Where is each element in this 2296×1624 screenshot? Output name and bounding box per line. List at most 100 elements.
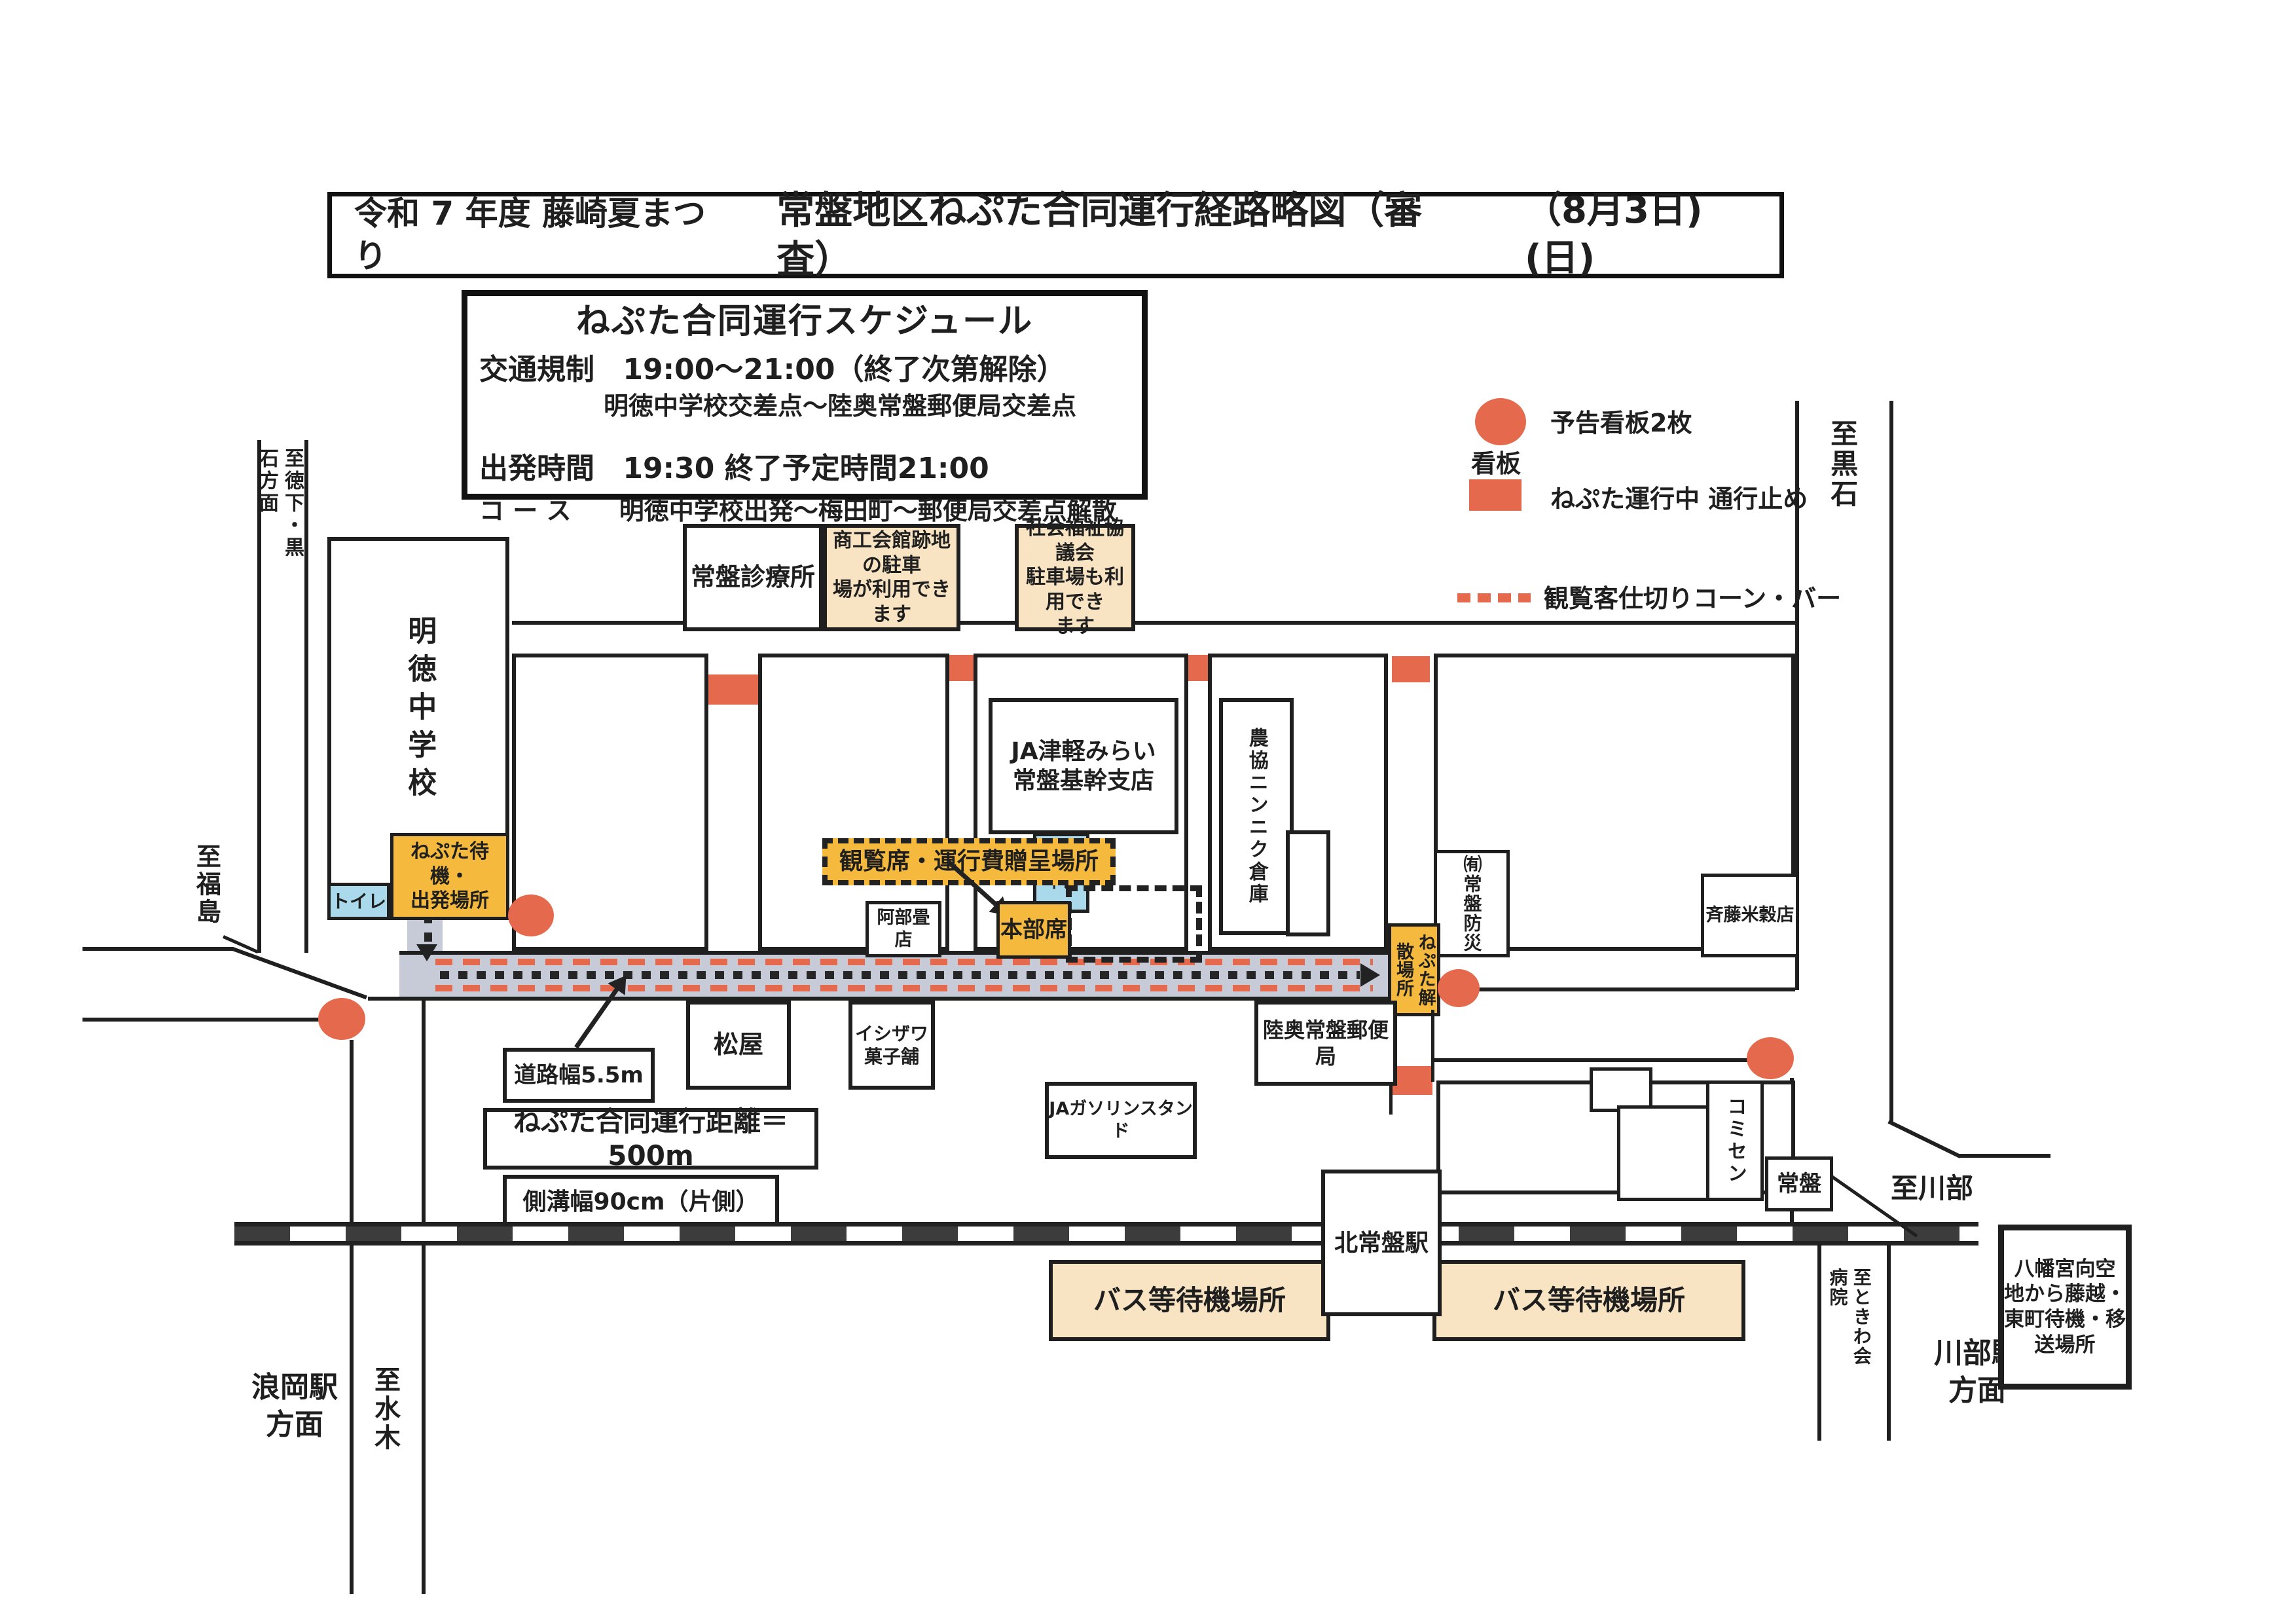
parking-note-2: 社会福祉協議会 駐車場も利用でき ます xyxy=(1015,517,1135,638)
toilet-label: トイレ xyxy=(331,891,386,912)
east-road-north xyxy=(1477,987,1795,991)
road-fork-diagonal xyxy=(231,947,367,1000)
road-hospital-line1 xyxy=(1817,1244,1821,1441)
matsuya-box: 松屋 xyxy=(686,1001,791,1090)
warehouse-label: 農協ニンニク倉庫 xyxy=(1245,728,1268,906)
dissolution-street-right xyxy=(1431,1010,1434,1082)
closure-bar-4 xyxy=(1392,656,1430,682)
hachiman-label: 八幡宮向空 地から藤越・ 東町待機・移 送場所 xyxy=(2004,1257,2126,1357)
gutter-label: 側溝幅90cm（片側） xyxy=(522,1188,759,1215)
departure-label: 出発時間 xyxy=(479,451,594,485)
course-label: コ ー ス xyxy=(479,496,572,525)
matsuya-label: 松屋 xyxy=(713,1030,763,1060)
notice-circle-postoffice xyxy=(1438,969,1480,1007)
ja-branch-label: JA津軽みらい 常盤基幹支店 xyxy=(1011,738,1156,794)
notice-circle-start xyxy=(508,895,554,936)
distance-label: ねぷた合同運行距離＝500m xyxy=(513,1105,788,1172)
parking-note-1: 商工会館跡地の駐車 場が利用できます xyxy=(823,524,960,631)
regulation-section: 明徳中学校交差点～陸奥常盤郵便局交差点 xyxy=(604,391,1077,420)
block-a xyxy=(512,654,708,951)
road-hospital-line2 xyxy=(1887,1244,1891,1441)
direction-fukushima: 至福島 xyxy=(192,843,221,926)
title-box: 令和 7 年度 藤崎夏まつり 常盤地区ねぷた合同運行経路略図（審査） （8月3日… xyxy=(327,188,1784,282)
road-width-label: 道路幅5.5m xyxy=(514,1061,644,1088)
abe-box: 阿部畳店 xyxy=(866,901,941,957)
post-office-label: 陸奥常盤郵便局 xyxy=(1262,1018,1389,1069)
clinic-box: 常盤診療所 xyxy=(683,524,823,631)
road-mizuki-line2 xyxy=(422,1001,426,1594)
east-road-south xyxy=(1434,1058,1749,1062)
main-road-bottom-edge xyxy=(368,997,1391,1001)
ishizawa-label: イシザワ 菓子舗 xyxy=(854,1023,928,1067)
hq-label: 本部席 xyxy=(1000,916,1067,943)
direction-hospital: 至ときわ会 病院 xyxy=(1827,1268,1872,1366)
warehouse-box: 農協ニンニク倉庫 xyxy=(1219,698,1294,935)
bousai-box: ㈲常盤防災 xyxy=(1434,850,1510,957)
station-box: 北常盤駅 xyxy=(1321,1170,1442,1316)
regulation-value: 19:00～21:00（終了次第解除） xyxy=(623,352,1066,386)
gas-stand-box: JAガソリンスタンド xyxy=(1045,1082,1197,1159)
parade-route-start-arrowhead xyxy=(416,944,437,961)
ishizawa-box: イシザワ 菓子舗 xyxy=(848,1001,935,1090)
bus-area-west: バス等待機場所 xyxy=(1049,1260,1330,1341)
parking-note-2-label: 社会福祉協議会 駐車場も利用でき ます xyxy=(1026,517,1124,638)
title-date: （8月3日)(日) xyxy=(1525,189,1703,280)
block-e-small-box xyxy=(1590,1067,1652,1112)
gutter-box: 側溝幅90cm（片側） xyxy=(503,1175,779,1228)
road-width-box: 道路幅5.5m xyxy=(503,1048,655,1103)
viewing-label: 観覧席・運行費贈呈場所 xyxy=(839,847,1099,875)
direction-kawabe: 至川部 xyxy=(1891,1172,1974,1204)
parade-route-arrowhead xyxy=(1360,963,1380,987)
legend-kanban-label: 看板 xyxy=(1471,449,1522,478)
road-kuroishi-line1 xyxy=(1795,401,1799,990)
hq-box: 本部席 xyxy=(996,901,1071,959)
schedule-box: ねぷた合同運行スケジュール 交通規制 19:00～21:00（終了次第解除） 明… xyxy=(462,290,1148,525)
closure-bar-1 xyxy=(708,674,758,705)
road-mizuki-line1 xyxy=(350,1040,354,1594)
bus-area-west-label: バス等待機場所 xyxy=(1093,1283,1286,1316)
ja-branch-box: JA津軽みらい 常盤基幹支店 xyxy=(989,698,1178,834)
standby-label: ねぷた待機・ 出発場所 xyxy=(410,840,489,913)
page-title: 常盤地区ねぷた合同運行経路略図（審査） xyxy=(776,187,1423,282)
saito-label: 斉藤米穀店 xyxy=(1705,905,1795,926)
parade-route-line xyxy=(440,971,1360,979)
road-fork-upper xyxy=(82,947,233,951)
direction-mizuki: 至水木 xyxy=(370,1366,400,1452)
viewing-dashed-area xyxy=(1066,885,1202,963)
distance-box: ねぷた合同運行距離＝500m xyxy=(483,1105,818,1172)
school-label: 明徳中学校 xyxy=(403,616,437,805)
departure-value: 19:30 終了予定時間21:00 xyxy=(623,451,989,485)
road-kuroishi-bend xyxy=(1887,1120,1961,1158)
legend-notice-circle-icon xyxy=(1475,398,1526,445)
road-kawabe-top xyxy=(1959,1154,2050,1158)
station-label: 北常盤駅 xyxy=(1334,1229,1429,1257)
road-upper-street xyxy=(512,621,1795,625)
regulation-label: 交通規制 xyxy=(479,352,594,386)
bus-area-east: バス等待機場所 xyxy=(1432,1260,1745,1341)
direction-tokushita: 至徳下・黒 石方面 xyxy=(255,448,304,559)
legend-notice-label: 予告看板2枚 xyxy=(1550,409,1692,437)
warehouse-annex xyxy=(1286,830,1330,936)
course-value: 明徳中学校出発～梅田町～郵便局交差点解散 xyxy=(619,496,1117,525)
comisen-label: コミセン xyxy=(1723,1096,1747,1185)
legend-closure-icon xyxy=(1469,479,1522,511)
legend-closure-label: ねぷた運行中 通行止め xyxy=(1550,485,1808,513)
legend-cone-label: 観覧客仕切りコーン・バー xyxy=(1544,584,1842,613)
comisen-box: コミセン xyxy=(1706,1080,1764,1201)
title-era: 令和 7 年度 藤崎夏まつり xyxy=(354,194,706,275)
tokiwa-label: 常盤 xyxy=(1777,1170,1821,1197)
schedule-heading: ねぷた合同運行スケジュール xyxy=(575,302,1034,341)
hachiman-box: 八幡宮向空 地から藤越・ 東町待機・移 送場所 xyxy=(1998,1225,2132,1390)
road-west-line1 xyxy=(257,440,261,953)
closure-bar-2 xyxy=(949,655,974,681)
closure-bar-5 xyxy=(1391,1066,1432,1095)
block-e-inner-box xyxy=(1617,1105,1713,1201)
tokiwa-box: 常盤 xyxy=(1765,1156,1833,1211)
clinic-label: 常盤診療所 xyxy=(690,563,815,592)
dissolution-box: ねぷた解 散場所 xyxy=(1388,923,1440,1016)
parade-route-start-line xyxy=(424,914,432,944)
legend-cone-icon xyxy=(1457,593,1531,602)
road-west-line2 xyxy=(304,440,308,953)
cone-bar-south xyxy=(435,985,1373,991)
